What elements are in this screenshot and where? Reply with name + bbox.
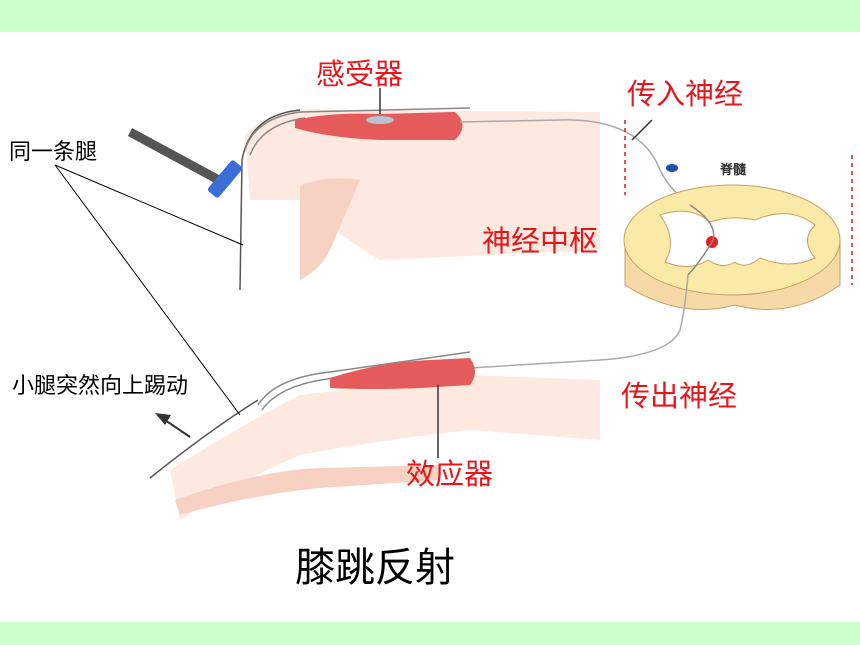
nerve-center-label: 神经中枢 [482, 224, 599, 258]
efferent-nerve-line [469, 274, 689, 369]
afferent-pointer [631, 119, 653, 141]
spinal-cord [623, 184, 841, 310]
receptor-muscle [295, 112, 463, 140]
kick-arrow-head [155, 413, 171, 425]
diagram-title: 膝跳反射 [295, 545, 455, 591]
thigh-top-line [244, 107, 471, 151]
spinal-nerve-loop [687, 204, 715, 276]
receptor-dot [366, 116, 394, 124]
bottom-band [0, 622, 860, 645]
shin-outline [149, 399, 259, 479]
upper-leg-inner-shade [300, 178, 360, 280]
effector-label: 效应器 [406, 457, 494, 491]
afferent-nerve-line [459, 119, 691, 206]
grey-matter [659, 210, 816, 267]
thigh-top-line-2 [249, 117, 306, 156]
kick-arrow-shaft [164, 419, 191, 438]
lower-leg-top-line [257, 351, 471, 406]
top-band [0, 0, 860, 32]
receptor-label: 感受器 [316, 57, 404, 91]
lower-leg-inner-shade [175, 465, 440, 515]
afferent-nerve-label: 传入神经 [627, 77, 744, 111]
kick-label: 小腿突然向上踢动 [12, 374, 189, 399]
lower-leg-shade [170, 375, 600, 520]
hammer-handle [127, 128, 231, 189]
efferent-nerve-label: 传出神经 [621, 379, 738, 413]
spinal-cord-label: 脊髓 [720, 163, 747, 178]
effector-muscle [330, 358, 475, 389]
same-leg-label: 同一条腿 [9, 140, 98, 165]
ganglion-dot [666, 164, 678, 172]
lower-leg-top-line-2 [261, 377, 336, 411]
same-leg-line-2 [54, 164, 241, 416]
knee-outline [239, 109, 301, 291]
reflex-hammer [127, 128, 242, 198]
same-leg-line-1 [54, 164, 244, 246]
hammer-head [208, 160, 242, 198]
